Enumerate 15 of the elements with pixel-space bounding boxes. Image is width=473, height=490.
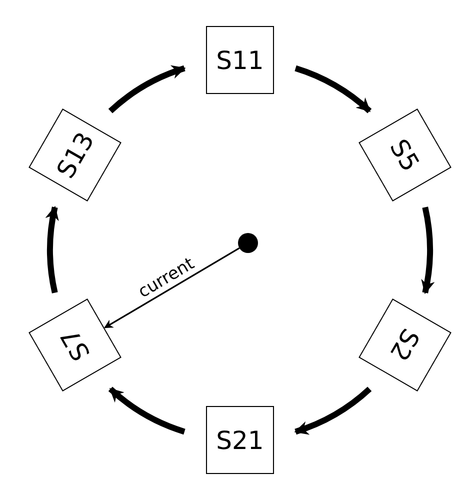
arrow bbox=[46, 206, 60, 294]
arrow bbox=[294, 65, 372, 114]
state-box bbox=[206, 406, 274, 474]
arrow bbox=[104, 247, 240, 328]
dot bbox=[238, 233, 258, 253]
state-label: S7 bbox=[54, 324, 96, 366]
state-box bbox=[206, 26, 274, 94]
state-label: S11 bbox=[216, 46, 264, 74]
arrow bbox=[294, 386, 372, 435]
arrow bbox=[108, 386, 186, 435]
state-label: S21 bbox=[216, 426, 264, 454]
state-label: S5 bbox=[384, 134, 426, 176]
arrow bbox=[108, 65, 186, 114]
state-label: S2 bbox=[384, 324, 426, 366]
arrow bbox=[420, 206, 434, 294]
